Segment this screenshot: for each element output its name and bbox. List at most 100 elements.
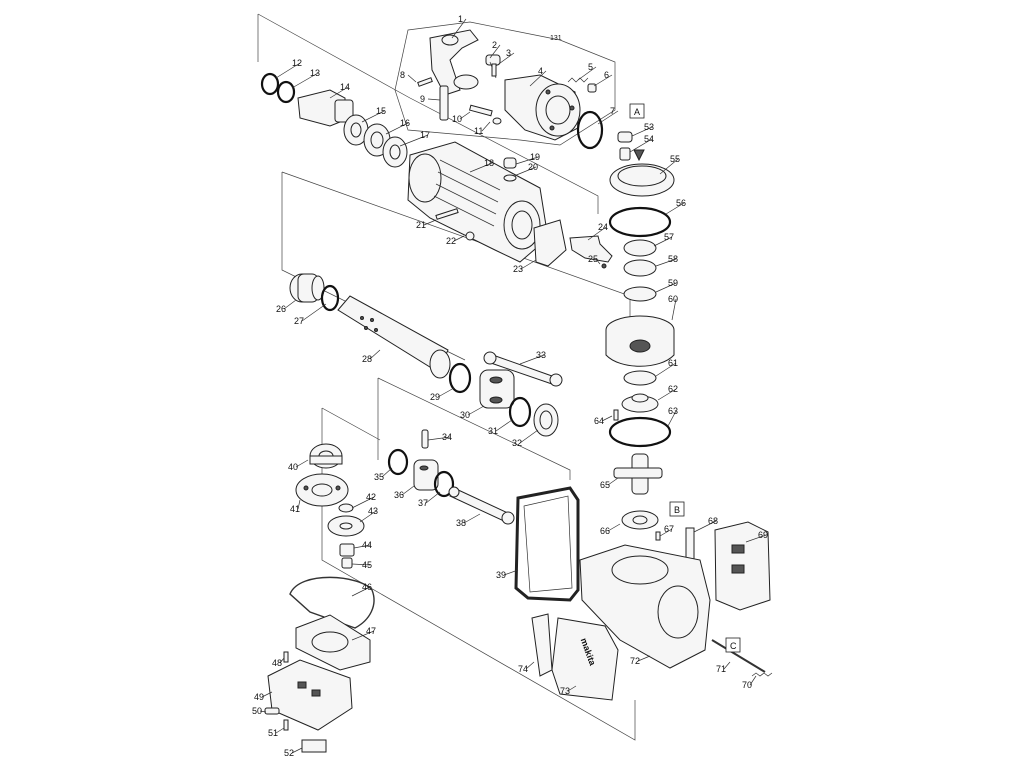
leader-line-25: [595, 258, 601, 265]
leader-line-73: [567, 685, 577, 692]
callout-number-51: 51: [268, 728, 278, 738]
leader-line-65: [607, 477, 619, 486]
leader-line-29: [437, 387, 455, 398]
leader-line-43: [359, 510, 377, 523]
leader-line-35: [381, 467, 393, 478]
leader-line-60: [671, 298, 677, 321]
section-label-a: A: [634, 107, 640, 117]
leader-line-48: [279, 657, 285, 664]
ring-part-13: [276, 80, 296, 104]
leader-line-42: [351, 496, 375, 509]
spring-part-70: [751, 672, 773, 677]
leader-line-47: [351, 630, 375, 641]
callout-number-50: 50: [252, 706, 262, 716]
callout-number-6: 6: [604, 70, 609, 80]
callout-number-8: 8: [400, 70, 405, 80]
shaft-part-65: [613, 453, 663, 495]
leader-line-50: [259, 710, 267, 713]
handle-part-74: [531, 613, 553, 677]
callout-number-46: 46: [362, 582, 372, 592]
leader-line-44: [353, 544, 371, 549]
leader-line-62: [657, 388, 677, 401]
pin-part: [485, 54, 501, 79]
section-box-c: C: [725, 637, 741, 653]
callout-number-43: 43: [368, 506, 378, 516]
spring-part-44: [339, 543, 355, 557]
seal-part-32: [533, 403, 559, 437]
callout-number-3: 3: [506, 48, 511, 58]
callout-number-12: 12: [292, 58, 302, 68]
washer-part-57: [623, 239, 657, 257]
leader-line-57: [653, 236, 673, 247]
leader-line-9: [427, 98, 441, 101]
cap-part-19: [503, 157, 517, 182]
barrel-housing-part: [407, 141, 549, 263]
leader-line-32: [519, 429, 539, 444]
callout-number-22: 22: [446, 236, 456, 246]
callout-number-24: 24: [598, 222, 608, 232]
callout-number-25: 25: [588, 254, 598, 264]
section-label-c: C: [730, 641, 737, 651]
ring-part-12: [260, 72, 280, 96]
section-box-b: B: [669, 501, 685, 517]
leader-line-68: [693, 520, 717, 533]
leader-line-36: [401, 485, 415, 496]
callout-number-23: 23: [513, 264, 523, 274]
callout-number-32: 32: [512, 438, 522, 448]
leader-line-13: [291, 72, 319, 89]
callout-number-36: 36: [394, 490, 404, 500]
rod-part-71: [711, 639, 766, 673]
callout-number-18: 18: [484, 158, 494, 168]
callout-number-15: 15: [376, 106, 386, 116]
leader-line-38: [463, 513, 481, 524]
callout-number-48: 48: [272, 658, 282, 668]
callout-number-7: 7: [610, 106, 615, 116]
callout-number-47: 47: [366, 626, 376, 636]
leader-line-69: [745, 534, 767, 543]
leader-line-46: [351, 586, 371, 597]
callout-number-56: 56: [676, 198, 686, 208]
leader-line-10: [459, 111, 471, 120]
group-label: 131: [550, 35, 562, 42]
gear-part-41: [295, 473, 349, 507]
callout-number-71: 71: [716, 664, 726, 674]
leader-line-56: [665, 202, 685, 215]
leader-line-70: [749, 675, 757, 686]
callout-number-28: 28: [362, 354, 372, 364]
leader-line-6: [593, 74, 613, 87]
callout-number-14: 14: [340, 82, 350, 92]
bearing-part-62: [621, 393, 659, 413]
callout-number-62: 62: [668, 384, 678, 394]
leader-line-30: [467, 405, 485, 416]
leader-line-26: [283, 299, 297, 310]
leader-line-14: [329, 86, 349, 99]
leader-line-31: [495, 419, 513, 432]
screw-part-51: [283, 719, 289, 731]
callout-number-37: 37: [418, 498, 428, 508]
callout-number-59: 59: [668, 278, 678, 288]
leader-line-2: [489, 44, 501, 59]
o-ring-part-7: [576, 110, 604, 150]
callout-number-35: 35: [374, 472, 384, 482]
callout-number-19: 19: [530, 152, 540, 162]
leader-line-66: [607, 523, 621, 532]
screw-part-48: [283, 651, 289, 663]
callout-number-58: 58: [668, 254, 678, 264]
callout-number-38: 38: [456, 518, 466, 528]
ring-part-35: [387, 448, 409, 476]
ring-part-31: [508, 396, 532, 428]
callout-number-9: 9: [420, 94, 425, 104]
callout-number-68: 68: [708, 516, 718, 526]
callout-number-53: 53: [644, 122, 654, 132]
o-ring-part-56: [608, 206, 672, 238]
leader-line-27: [301, 303, 327, 322]
callout-number-57: 57: [664, 232, 674, 242]
shaft-part: [417, 77, 502, 125]
leader-line-63: [667, 410, 677, 427]
gasket-part-39: [514, 486, 580, 602]
callout-number-61: 61: [668, 358, 678, 368]
tool-holder-part: [297, 89, 354, 127]
callout-number-72: 72: [630, 656, 640, 666]
callout-number-49: 49: [254, 692, 264, 702]
